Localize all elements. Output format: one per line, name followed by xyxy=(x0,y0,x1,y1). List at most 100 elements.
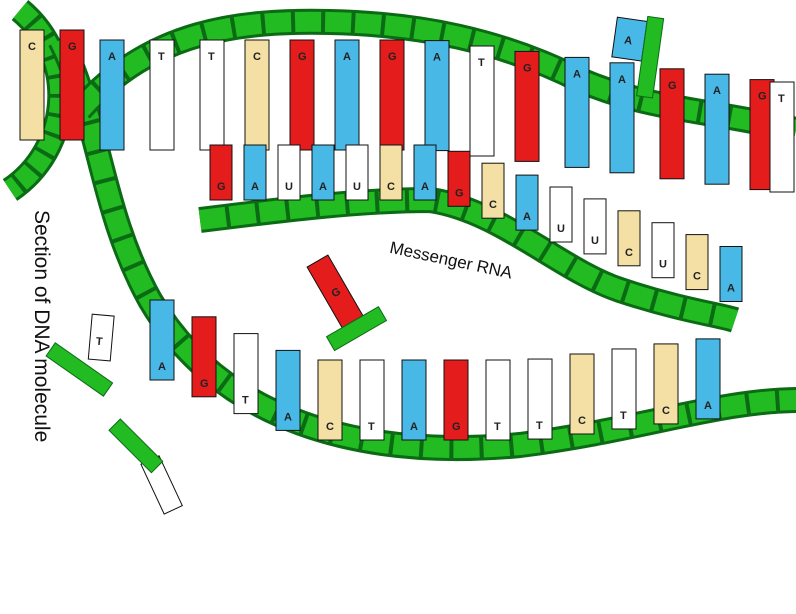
base-letter: T xyxy=(208,51,215,63)
upper-base-t: T xyxy=(770,82,794,192)
lower-base-t: T xyxy=(360,360,384,440)
base-letter: C xyxy=(578,415,586,427)
svg-text:T: T xyxy=(95,336,103,349)
base-letter: C xyxy=(28,41,36,53)
lower-base-t: T xyxy=(486,360,510,440)
rna-base-a: A xyxy=(516,175,538,230)
base-letter: A xyxy=(727,283,735,295)
upper-base-g: G xyxy=(515,51,539,161)
base-letter: C xyxy=(387,181,395,193)
base-letter: A xyxy=(618,74,626,86)
rna-base-c: C xyxy=(686,235,708,290)
lower-base-a: A xyxy=(276,350,300,430)
lower-base-c: C xyxy=(654,344,678,424)
rna-base-c: C xyxy=(482,163,504,218)
lower-base-g: G xyxy=(444,360,468,440)
base-letter: A xyxy=(284,411,292,423)
base-letter: U xyxy=(285,181,293,193)
free-nucleotide-blank xyxy=(107,410,183,520)
base-letter: C xyxy=(662,405,670,417)
base-letter: A xyxy=(251,181,259,193)
lower-base-c: C xyxy=(318,360,342,440)
upper-base-t: T xyxy=(200,40,224,150)
upper-base-c: C xyxy=(20,30,44,140)
base-letter: A xyxy=(410,421,418,433)
rna-base-g: G xyxy=(210,145,232,200)
rna-base-u: U xyxy=(550,187,572,242)
upper-base-c: C xyxy=(245,40,269,150)
base-letter: C xyxy=(326,421,334,433)
lower-base-t: T xyxy=(528,359,552,439)
upper-base-g: G xyxy=(60,30,84,140)
base-letter: A xyxy=(421,181,429,193)
base-letter: T xyxy=(242,395,249,407)
base-letter: C xyxy=(625,247,633,259)
side-label: Section of DNA molecule xyxy=(28,210,54,610)
base-letter: A xyxy=(319,181,327,193)
base-letter: G xyxy=(523,62,532,74)
upper-base-a: A xyxy=(565,57,589,167)
lower-base-a: A xyxy=(150,300,174,380)
rna-base-a: A xyxy=(414,145,436,200)
base-letter: G xyxy=(68,41,77,53)
base-letter: G xyxy=(452,421,461,433)
base-letter: C xyxy=(489,199,497,211)
base-letter: A xyxy=(713,85,721,97)
base-letter: T xyxy=(778,93,785,105)
base-letter: U xyxy=(591,235,599,247)
upper-base-g: G xyxy=(380,40,404,150)
lower-base-a: A xyxy=(696,339,720,419)
lower-base-a: A xyxy=(402,360,426,440)
lower-base-c: C xyxy=(570,354,594,434)
rna-base-u: U xyxy=(346,145,368,200)
lower-base-t: T xyxy=(234,334,258,414)
base-letter: G xyxy=(758,91,767,103)
base-letter: A xyxy=(523,211,531,223)
upper-base-t: T xyxy=(150,40,174,150)
base-letter: G xyxy=(217,181,226,193)
upper-base-g: G xyxy=(290,40,314,150)
rna-base-u: U xyxy=(278,145,300,200)
base-letter: A xyxy=(573,68,581,80)
upper-base-a: A xyxy=(100,40,124,150)
base-letter: G xyxy=(388,51,397,63)
base-letter: T xyxy=(494,421,501,433)
base-letter: T xyxy=(536,420,543,432)
free-nucleotide-g: G xyxy=(292,246,387,350)
free-nucleotide-t: T xyxy=(43,311,118,397)
base-letter: A xyxy=(108,51,116,63)
base-letter: A xyxy=(158,361,166,373)
rna-base-a: A xyxy=(312,145,334,200)
base-letter: U xyxy=(353,181,361,193)
base-letter: T xyxy=(620,410,627,422)
upper-base-a: A xyxy=(610,63,634,173)
rna-base-a: A xyxy=(244,145,266,200)
rna-base-u: U xyxy=(652,223,674,278)
rna-base-a: A xyxy=(720,247,742,302)
base-letter: G xyxy=(298,51,307,63)
base-letter: A xyxy=(704,400,712,412)
base-letter: G xyxy=(455,187,464,199)
base-letter: A xyxy=(433,52,441,64)
upper-base-a: A xyxy=(705,74,729,184)
base-letter: T xyxy=(368,421,375,433)
upper-base-g: G xyxy=(660,69,684,179)
base-letter: T xyxy=(158,51,165,63)
base-letter: U xyxy=(659,259,667,271)
rna-base-u: U xyxy=(584,199,606,254)
base-letter: G xyxy=(200,378,209,390)
base-letter: G xyxy=(668,80,677,92)
upper-base-a: A xyxy=(335,40,359,150)
base-letter: U xyxy=(557,223,565,235)
rna-base-c: C xyxy=(618,211,640,266)
base-letter: C xyxy=(693,271,701,283)
lower-base-g: G xyxy=(192,317,216,397)
lower-strand-bases: A G T A C T A G T T C T C A xyxy=(150,300,720,440)
rna-base-g: G xyxy=(448,151,470,206)
lower-base-t: T xyxy=(612,349,636,429)
rna-base-c: C xyxy=(380,145,402,200)
base-letter: C xyxy=(253,51,261,63)
upper-base-a: A xyxy=(425,41,449,151)
base-letter: A xyxy=(343,51,351,63)
